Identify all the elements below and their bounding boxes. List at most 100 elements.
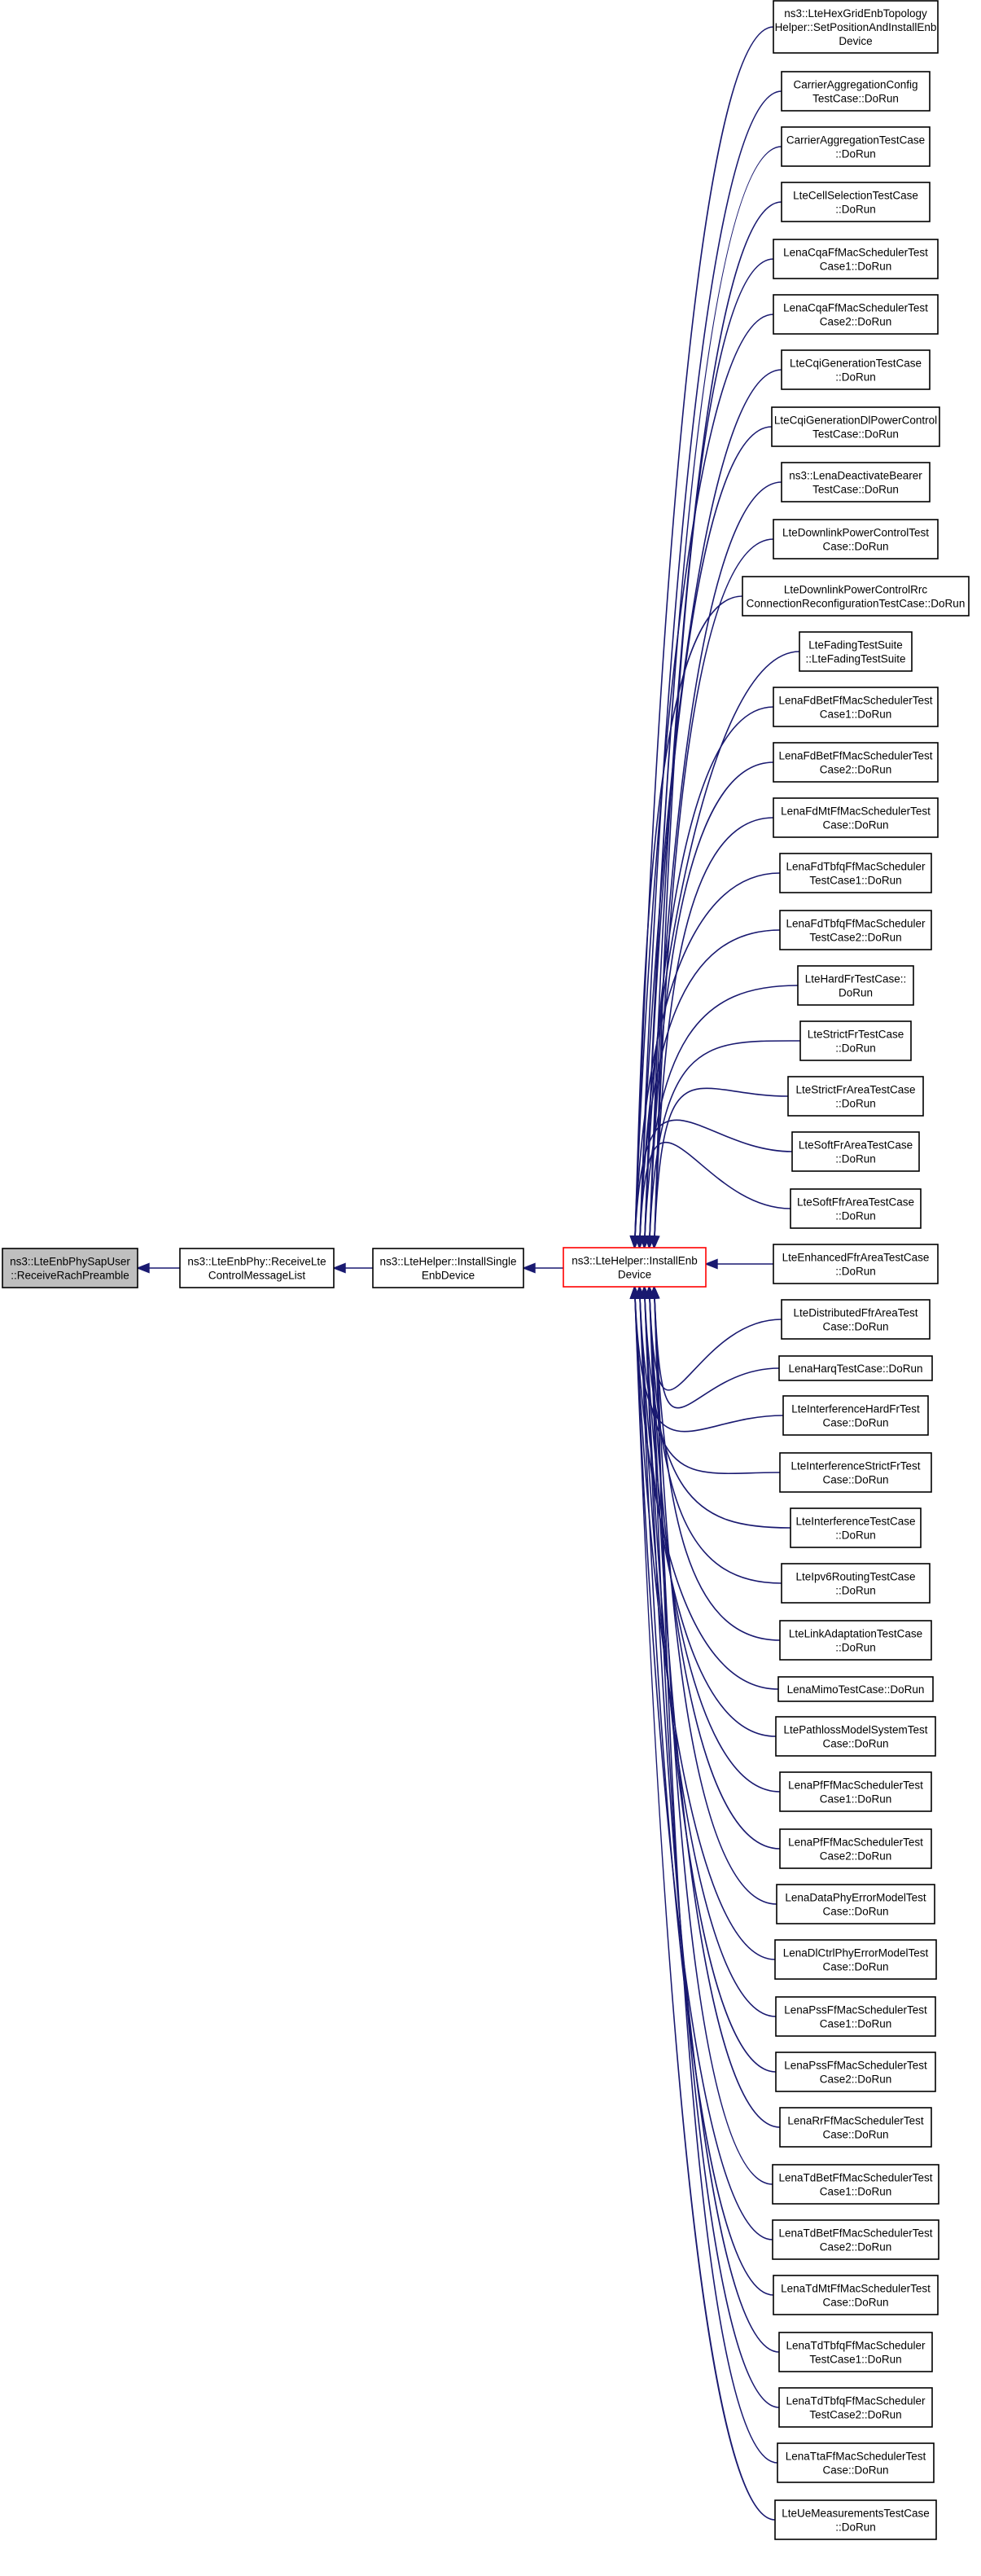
node-label-line: ns3::LteEnbPhy::ReceiveLte <box>187 1256 326 1268</box>
node-carrier-aggregation-test[interactable]: CarrierAggregationTestCase::DoRun <box>781 126 931 167</box>
node-label-line: Case::DoRun <box>822 2129 888 2141</box>
node-label-line: LenaFdTbfqFfMacScheduler <box>786 861 926 873</box>
node-label-line: LteHardFrTestCase:: <box>805 973 907 985</box>
edge-line <box>643 1286 791 1529</box>
node-link-adaptation-test[interactable]: LteLinkAdaptationTestCase::DoRun <box>779 1620 932 1661</box>
node-label-line: LenaPfFfMacSchedulerTest <box>788 1837 923 1849</box>
edge-distributed-ffr-area-test-to-install-enb-device <box>644 1285 782 1391</box>
node-label-line: ns3::LteEnbPhySapUser <box>10 1256 130 1268</box>
node-box <box>779 1828 932 1869</box>
node-box <box>773 2275 939 2315</box>
node-label-line: LenaFdTbfqFfMacScheduler <box>786 918 926 930</box>
node-interference-test[interactable]: LteInterferenceTestCase::DoRun <box>790 1507 922 1548</box>
node-box <box>781 71 931 112</box>
node-ue-measurements-test[interactable]: LteUeMeasurementsTestCase::DoRun <box>774 2499 937 2540</box>
node-soft-fr-area-test[interactable]: LteSoftFrAreaTestCase::DoRun <box>791 1131 920 1172</box>
edge-line <box>638 1141 791 1249</box>
node-receive-lte-control-message-list[interactable]: ns3::LteEnbPhy::ReceiveLteControlMessage… <box>179 1248 335 1288</box>
edge-line <box>648 1286 780 2408</box>
node-box <box>777 1676 934 1702</box>
node-hex-grid-set-position-and-install[interactable]: ns3::LteHexGridEnbTopologyHelper::SetPos… <box>773 0 939 54</box>
node-label-line: Case::DoRun <box>822 819 888 832</box>
node-box <box>773 1244 939 1284</box>
edge-line <box>643 426 773 1249</box>
node-cqi-generation-test[interactable]: LteCqiGenerationTestCase::DoRun <box>781 349 931 390</box>
arrow-head <box>136 1262 150 1274</box>
node-box <box>772 2164 939 2205</box>
node-label-line: ::DoRun <box>835 204 876 216</box>
node-label-line: LenaDataPhyErrorModelTest <box>785 1892 926 1904</box>
node-label-line: LteStrictFrAreaTestCase <box>795 1084 915 1096</box>
node-label-line: LenaCqaFfMacSchedulerTest <box>783 302 928 314</box>
node-fading-test-suite[interactable]: LteFadingTestSuite::LteFadingTestSuite <box>799 631 913 672</box>
node-ipv6-routing-test[interactable]: LteIpv6RoutingTestCase::DoRun <box>781 1563 931 1604</box>
node-enhanced-ffr-area-test[interactable]: LteEnhancedFfrAreaTestCase::DoRun <box>773 1244 939 1284</box>
edge-ipv6-routing-test-to-install-enb-device <box>644 1285 782 1584</box>
edge-line <box>653 817 774 1249</box>
node-downlink-power-control-rrc-test[interactable]: LteDownlinkPowerControlRrcConnectionReco… <box>742 576 970 617</box>
edge-line <box>653 1286 781 1641</box>
node-box <box>771 406 940 447</box>
node-lena-harq-test[interactable]: LenaHarqTestCase::DoRun <box>778 1355 933 1381</box>
node-strict-fr-test[interactable]: LteStrictFrTestCase::DoRun <box>799 1020 912 1061</box>
node-label-line: LteEnhancedFfrAreaTestCase <box>782 1252 930 1264</box>
node-box <box>773 797 939 838</box>
node-label-line: Case::DoRun <box>822 541 888 553</box>
node-lena-mimo-test[interactable]: LenaMimoTestCase::DoRun <box>777 1676 934 1702</box>
edge-line <box>648 201 782 1249</box>
edge-line <box>648 1286 782 1391</box>
node-label-line: Case2::DoRun <box>820 2241 892 2253</box>
node-label-line: LteInterferenceHardFrTest <box>791 1403 920 1415</box>
node-label-line: Case::DoRun <box>822 2464 888 2477</box>
node-box <box>787 1076 924 1117</box>
node-box <box>773 687 939 727</box>
node-hard-fr-test[interactable]: LteHardFrTestCase::DoRun <box>797 965 914 1006</box>
node-label-line: ::DoRun <box>835 1210 876 1222</box>
node-receive-rach-preamble[interactable]: ns3::LteEnbPhySapUser::ReceiveRachPreamb… <box>2 1248 138 1288</box>
node-label-line: LteFadingTestSuite <box>808 639 903 652</box>
node-label-line: LteSoftFrAreaTestCase <box>799 1139 913 1152</box>
node-label-line: DoRun <box>839 987 873 999</box>
node-cell-selection-test[interactable]: LteCellSelectionTestCase::DoRun <box>781 182 931 222</box>
node-box <box>782 1395 929 1436</box>
node-box <box>781 349 931 390</box>
node-box <box>563 1247 707 1288</box>
node-label-line: ::ReceiveRachPreamble <box>11 1270 129 1282</box>
node-soft-ffr-area-test[interactable]: LteSoftFfrAreaTestCase::DoRun <box>790 1188 922 1229</box>
node-box <box>774 1939 937 1980</box>
node-strict-fr-area-test[interactable]: LteStrictFrAreaTestCase::DoRun <box>787 1076 924 1117</box>
node-cqi-generation-dl-power-control-test[interactable]: LteCqiGenerationDlPowerControlTestCase::… <box>771 406 940 447</box>
node-label-line: LteIpv6RoutingTestCase <box>795 1571 915 1583</box>
node-box <box>791 1131 920 1172</box>
node-box <box>777 2442 935 2483</box>
